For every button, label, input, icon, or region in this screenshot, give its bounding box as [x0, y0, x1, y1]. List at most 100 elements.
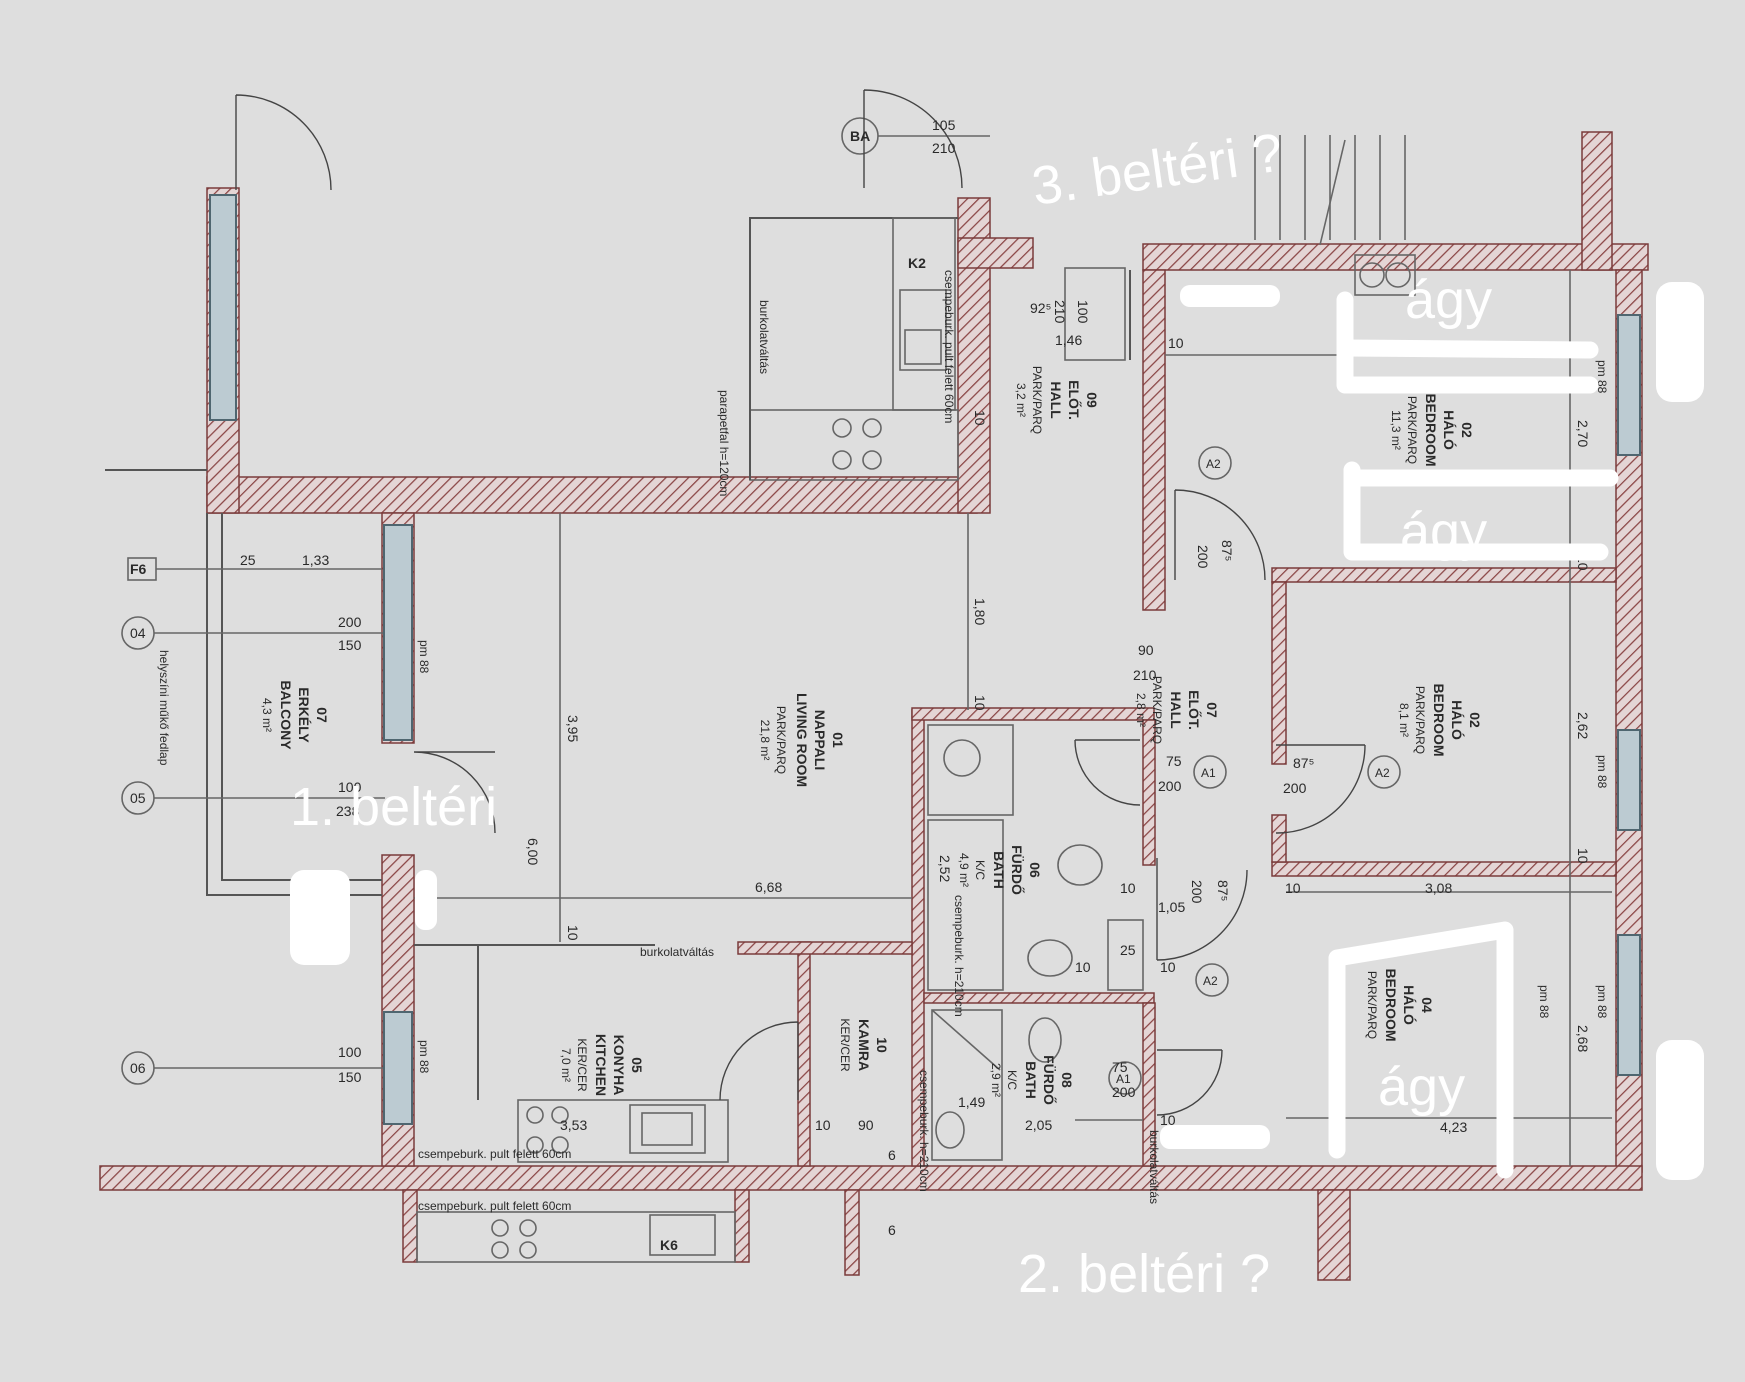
- dim-09-a: 100: [1075, 300, 1091, 324]
- window-kitchen: [383, 1011, 413, 1125]
- scribble-left-1: [290, 870, 350, 965]
- dim-a2-200: 200: [1283, 780, 1307, 796]
- annotation-bed-3: ágy: [1378, 1057, 1465, 1117]
- wall-bath-mid: [923, 992, 1155, 1004]
- room-01-living: 01 NAPPALI LIVING ROOM PARK/PARQ 21,8 m²: [758, 693, 846, 787]
- wall-hall-left: [1142, 269, 1166, 611]
- scribble-hall-top: [1180, 285, 1280, 307]
- svg-text:10: 10: [874, 1037, 890, 1053]
- dim-bath-252: 2,52: [937, 855, 953, 882]
- window-balcony-top: [209, 194, 237, 421]
- dim-09-b: 210: [1052, 300, 1068, 324]
- annotation-interior-1: 1. beltéri: [290, 777, 497, 837]
- svg-text:ERKÉLY: ERKÉLY: [296, 687, 312, 743]
- note-counter-kitchen: csempeburk. pult felett 60cm: [418, 1147, 571, 1161]
- dim-10-h: 10: [565, 925, 581, 941]
- svg-text:07: 07: [314, 707, 330, 723]
- svg-text:08: 08: [1059, 1072, 1075, 1088]
- note-pm88-bed3: pm 88: [1595, 985, 1609, 1019]
- dim-bed3-423: 4,23: [1440, 1119, 1467, 1135]
- svg-text:NAPPALI: NAPPALI: [812, 710, 828, 770]
- svg-text:BEDROOM: BEDROOM: [1383, 968, 1399, 1041]
- scribble-left-2: [415, 870, 437, 930]
- scribble-bath2: [1160, 1125, 1270, 1149]
- room-06-bath: 06 FÜRDŐ BATH K/C 4,9 m²: [957, 845, 1043, 895]
- svg-text:4,9 m²: 4,9 m²: [957, 853, 971, 887]
- note-pm88-bed2: pm 88: [1595, 755, 1609, 789]
- svg-text:2,9 m²: 2,9 m²: [989, 1063, 1003, 1097]
- svg-text:21,8 m²: 21,8 m²: [758, 720, 772, 761]
- svg-text:02: 02: [1459, 422, 1475, 438]
- dim-6-b: 6: [888, 1222, 896, 1238]
- fixtures: [105, 117, 1612, 1263]
- svg-text:8,1 m²: 8,1 m²: [1397, 703, 1411, 737]
- room-07-hall: 07 ELŐT. HALL PARK/PARQ 2,8 m²: [1134, 676, 1220, 744]
- svg-text:KONYHA: KONYHA: [611, 1035, 627, 1096]
- wall-bottom: [99, 1165, 1643, 1191]
- dim-180: 1,80: [972, 598, 988, 625]
- dim-door-875-b: 87⁵: [1215, 880, 1231, 901]
- dim-living-600: 6,00: [525, 838, 541, 865]
- note-parapet: parapetfal h=120cm: [717, 390, 731, 496]
- room-10-pantry: 10 KAMRA KER/CER: [838, 1018, 890, 1072]
- svg-text:PARK/PARQ: PARK/PARQ: [774, 706, 788, 774]
- scribble-right-1: [1656, 282, 1704, 402]
- window-bedroom-2: [1617, 729, 1641, 831]
- walls: [99, 131, 1649, 1281]
- dim-window-150-b: 150: [338, 1069, 362, 1085]
- marker-a2-1: A2: [1206, 457, 1221, 471]
- room-05-kitchen: 05 KONYHA KITCHEN KER/CER 7,0 m²: [559, 1034, 645, 1096]
- dim-door-100: 100: [338, 779, 362, 795]
- svg-text:K/C: K/C: [1005, 1070, 1019, 1090]
- dim-bed1-depth: 2,70: [1575, 420, 1591, 447]
- svg-text:06: 06: [1027, 862, 1043, 878]
- svg-text:ELŐT.: ELŐT.: [1066, 380, 1083, 420]
- wall-bedroom-left-2: [1271, 814, 1287, 863]
- window-bedroom-1: [1617, 314, 1641, 456]
- dim-window-150: 150: [338, 637, 362, 653]
- room-08-bath: 08 FÜRDŐ BATH K/C 2,9 m²: [989, 1055, 1075, 1105]
- dim-window-100-b: 100: [338, 1044, 362, 1060]
- marker-a2-2: A2: [1375, 766, 1390, 780]
- svg-text:PARK/PARQ: PARK/PARQ: [1405, 396, 1419, 464]
- annotation-interior-2: 2. beltéri ?: [1018, 1244, 1270, 1304]
- dim-door-a2-w: 87⁵: [1219, 540, 1235, 561]
- room-09-hall: 09 ELŐT. HALL PARK/PARQ 3,2 m²: [1014, 366, 1100, 434]
- svg-text:KAMRA: KAMRA: [856, 1019, 872, 1071]
- marker-f6: F6: [130, 561, 147, 577]
- marker-k6: K6: [660, 1237, 678, 1253]
- svg-text:PARK/PARQ: PARK/PARQ: [1413, 686, 1427, 754]
- svg-text:2,8 m²: 2,8 m²: [1134, 693, 1148, 727]
- marker-a2-3: A2: [1203, 974, 1218, 988]
- svg-text:11,3 m²: 11,3 m²: [1389, 410, 1403, 450]
- dim-10-f: 10: [1075, 959, 1091, 975]
- note-balcony-slab: helyszíni műkő fedlap: [157, 650, 171, 766]
- room-07-balcony: 07 ERKÉLY BALCONY 4,3 m²: [260, 680, 330, 750]
- dim-10-e: 10: [1160, 959, 1176, 975]
- wall-annex-right: [734, 1189, 750, 1263]
- dim-door-height: 210: [932, 140, 956, 156]
- svg-text:BEDROOM: BEDROOM: [1431, 683, 1447, 756]
- wall-bath-top: [911, 707, 1155, 721]
- dim-10-d: 10: [1285, 880, 1301, 896]
- marker-a1-1: A1: [1201, 766, 1216, 780]
- svg-text:HÁLÓ: HÁLÓ: [1441, 410, 1458, 450]
- dim-10-i: 10: [972, 695, 988, 711]
- marker-ba: BA: [850, 128, 870, 144]
- note-pm88-living: pm 88: [417, 640, 431, 674]
- wall-annex-left: [402, 1189, 418, 1263]
- dim-window-200: 200: [338, 614, 362, 630]
- svg-text:KITCHEN: KITCHEN: [593, 1034, 609, 1096]
- dim-bath-105: 1,05: [1158, 899, 1185, 915]
- dim-25: 25: [1120, 942, 1136, 958]
- svg-text:HÁLÓ: HÁLÓ: [1401, 985, 1418, 1025]
- note-pm88-bed3-inner: pm 88: [1537, 985, 1551, 1019]
- dim-6-a: 6: [888, 1147, 896, 1163]
- svg-text:PARK/PARQ: PARK/PARQ: [1365, 971, 1379, 1039]
- dim-bath2-205: 2,05: [1025, 1117, 1052, 1133]
- bed-sketch-1: [1336, 291, 1599, 394]
- svg-text:02: 02: [1467, 712, 1483, 728]
- room-02-bedroom-mid: 02 HÁLÓ BEDROOM PARK/PARQ 8,1 m²: [1397, 683, 1483, 756]
- dim-10-j: 10: [972, 410, 988, 426]
- marker-a1-2: A1: [1116, 1072, 1131, 1086]
